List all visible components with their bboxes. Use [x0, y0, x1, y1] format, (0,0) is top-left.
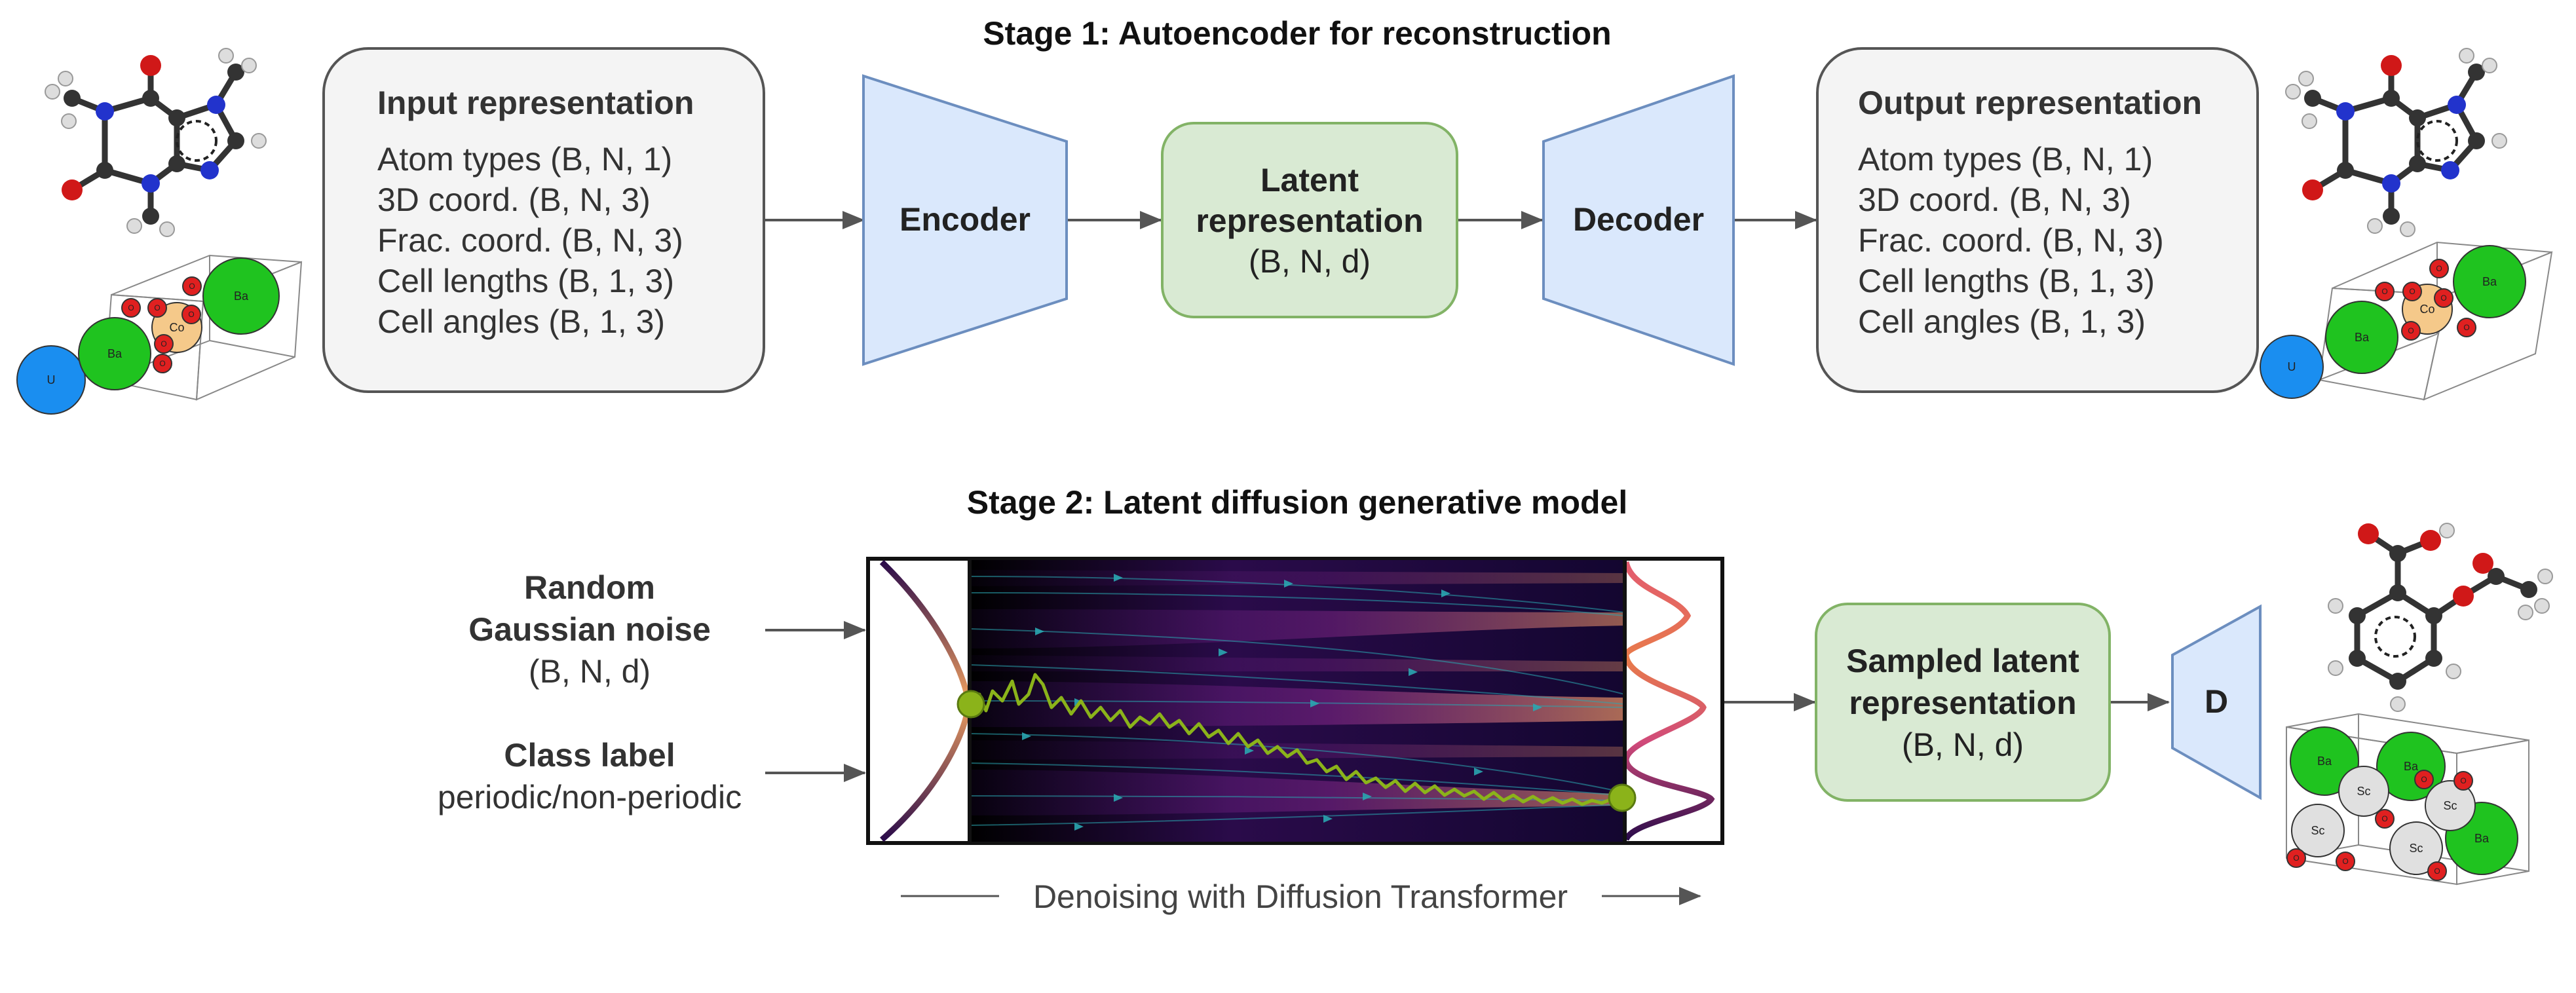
crystal2-atom-label: Ba	[2355, 331, 2370, 344]
sampled-latent-box: Sampled latent representation (B, N, d)	[1815, 603, 2111, 802]
small-decoder-label: D	[2204, 683, 2229, 720]
crystal3-atom-label: O	[2460, 776, 2466, 785]
crystal3-atom-label: Sc	[2409, 842, 2423, 855]
crystal3-atom-label: O	[2293, 853, 2299, 863]
latent-label-line1: Latent	[1260, 162, 1359, 198]
output-line-cell-lengths: Cell lengths (B, 1, 3)	[1858, 263, 2155, 299]
crystal1-atom-label: Ba	[107, 347, 123, 360]
output-line-cell-angles: Cell angles (B, 1, 3)	[1858, 303, 2146, 340]
input-line-3d-coord: 3D coord. (B, N, 3)	[377, 181, 651, 218]
molecule-output	[2285, 48, 2507, 237]
latent-representation-box: Latent representation (B, N, d)	[1161, 122, 1458, 318]
input-line-atom-types: Atom types (B, N, 1)	[377, 141, 673, 178]
crystal2-atom-label: U	[2288, 360, 2296, 373]
crystal-input: U Ba Ba Co O O O O O O	[16, 254, 303, 415]
crystal2-atom-label: O	[2436, 264, 2442, 273]
crystal3-atom-label: Ba	[2317, 755, 2332, 768]
molecule-sampled	[2328, 523, 2553, 712]
crystal2-atom-label: O	[2381, 287, 2387, 296]
crystal2-atom-label: O	[2408, 326, 2414, 335]
diffusion-panel	[866, 557, 1724, 845]
output-representation-title: Output representation	[1858, 84, 2203, 121]
latent-label-line2: representation	[1196, 202, 1424, 239]
sampled-label-line2: representation	[1849, 684, 2077, 721]
crystal-output: U Ba Ba Co O O O O O O	[2260, 241, 2553, 401]
crystal3-atom-label: Ba	[2474, 832, 2490, 845]
crystal1-atom-label: O	[128, 303, 134, 312]
decoder-label: Decoder	[1572, 201, 1705, 238]
noise-label-line2: Gaussian noise	[468, 611, 711, 648]
crystal2-atom-label: O	[2440, 293, 2446, 303]
crystal1-atom-label: O	[154, 303, 160, 312]
input-line-cell-angles: Cell angles (B, 1, 3)	[377, 303, 666, 340]
encoder-label: Encoder	[899, 201, 1031, 238]
crystal1-atom-label: O	[159, 359, 165, 368]
crystal3-atom-label: Sc	[2311, 824, 2324, 837]
crystal2-atom-label: O	[2463, 323, 2469, 332]
input-line-frac-coord: Frac. coord. (B, N, 3)	[377, 222, 683, 259]
small-decoder-shape	[2171, 604, 2262, 800]
noise-label-line1: Random	[524, 569, 655, 606]
molecule-input	[45, 48, 267, 237]
stage2-title: Stage 2: Latent diffusion generative mod…	[966, 484, 1628, 521]
crystal1-atom-label: Ba	[234, 290, 249, 303]
crystal3-atom-label: Sc	[2357, 785, 2370, 798]
crystal1-atom-label: U	[47, 373, 56, 386]
crystal-sampled: Ba Ba Ba Sc Sc Sc Sc O O O O O O	[2286, 713, 2529, 886]
class-label-title: Class label	[504, 737, 675, 774]
decoder-shape	[1542, 74, 1735, 366]
input-line-cell-lengths: Cell lengths (B, 1, 3)	[377, 263, 674, 299]
crystal3-atom-label: O	[2381, 814, 2387, 823]
crystal2-atom-label: Co	[2419, 303, 2434, 316]
crystal3-atom-label: O	[2342, 857, 2348, 866]
output-line-3d-coord: 3D coord. (B, N, 3)	[1858, 181, 2131, 218]
trajectory-end-point	[1608, 783, 1637, 812]
crystal3-atom-label: O	[2434, 867, 2440, 876]
crystal3-atom-label: Ba	[2404, 760, 2419, 773]
output-line-atom-types: Atom types (B, N, 1)	[1858, 141, 2153, 178]
output-line-frac-coord: Frac. coord. (B, N, 3)	[1858, 222, 2164, 259]
sampled-label-line1: Sampled latent	[1846, 643, 2079, 679]
input-representation-title: Input representation	[377, 84, 694, 121]
input-representation-box: Input representation Atom types (B, N, 1…	[322, 47, 765, 393]
crystal1-atom-label: O	[188, 310, 194, 319]
trajectory-start-point	[957, 690, 985, 719]
encoder-shape	[862, 74, 1068, 366]
crystal3-atom-label: Sc	[2443, 799, 2457, 812]
crystal1-atom-label: O	[161, 339, 166, 348]
output-representation-box: Output representation Atom types (B, N, …	[1816, 47, 2259, 393]
denoising-caption: Denoising with Diffusion Transformer	[1032, 878, 1568, 915]
crystal2-atom-label: Ba	[2482, 275, 2497, 288]
crystal1-atom-label: Co	[169, 321, 184, 334]
noise-shape: (B, N, d)	[528, 653, 651, 690]
stage1-title: Stage 1: Autoencoder for reconstruction	[983, 15, 1612, 52]
sampled-shape: (B, N, d)	[1901, 726, 2024, 763]
latent-shape: (B, N, d)	[1248, 243, 1371, 280]
crystal1-atom-label: O	[189, 282, 195, 291]
crystal2-atom-label: O	[2409, 287, 2415, 296]
crystal3-atom-label: O	[2421, 775, 2427, 784]
class-label-subtitle: periodic/non-periodic	[437, 779, 742, 815]
